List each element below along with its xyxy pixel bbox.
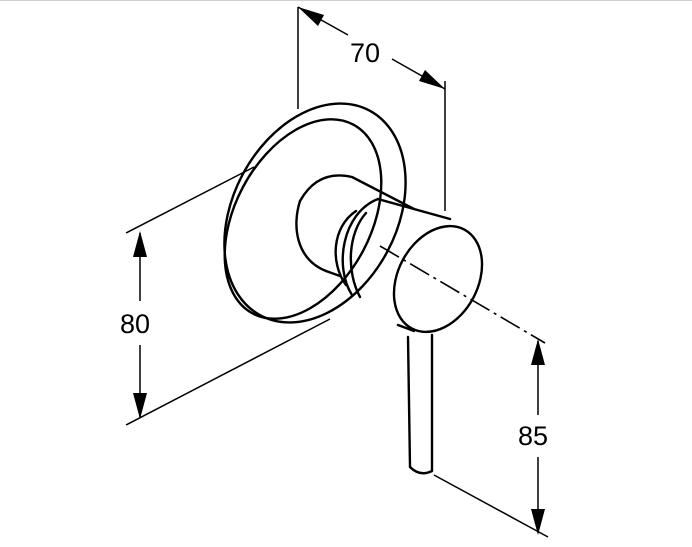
lever-handle <box>406 333 434 475</box>
cap-top-edge <box>376 197 452 221</box>
cap-front-face <box>392 224 484 334</box>
body-top-edge <box>298 174 416 211</box>
lever-stem <box>406 333 434 475</box>
dim-85-arrow-top <box>531 339 545 365</box>
body-front-arc <box>295 199 328 273</box>
ext-line-80-bottom <box>125 318 331 426</box>
dim-85-label: 85 <box>518 421 548 451</box>
dim-70-arrow-left <box>298 7 324 26</box>
dim-80-arrow-top <box>133 231 147 257</box>
rosette-inner-rim <box>223 118 383 320</box>
wall-rosette <box>223 102 407 324</box>
handle-cap <box>341 197 484 334</box>
dim-70-arrow-right <box>419 70 445 89</box>
body-ring-arc <box>334 209 358 287</box>
ext-line-80-top <box>125 166 255 234</box>
dimension-85: 85 <box>518 339 548 535</box>
ext-line-85-bottom <box>433 474 549 538</box>
cap-collar-arc <box>349 211 368 299</box>
dim-80-arrow-bottom <box>133 393 147 419</box>
dimension-80: 80 <box>120 231 150 419</box>
dimension-70: 70 <box>297 6 446 90</box>
cap-bottom-edge <box>396 323 416 333</box>
center-line <box>379 245 546 344</box>
dim-80-label: 80 <box>120 309 150 339</box>
rosette-outer-rim <box>223 102 407 324</box>
dim-85-arrow-bottom <box>531 509 545 535</box>
cap-back-arc <box>341 197 380 297</box>
body-bottom-edge <box>324 269 342 278</box>
valve-body <box>295 174 416 287</box>
extension-lines <box>125 7 549 538</box>
dim-70-label: 70 <box>350 38 380 68</box>
